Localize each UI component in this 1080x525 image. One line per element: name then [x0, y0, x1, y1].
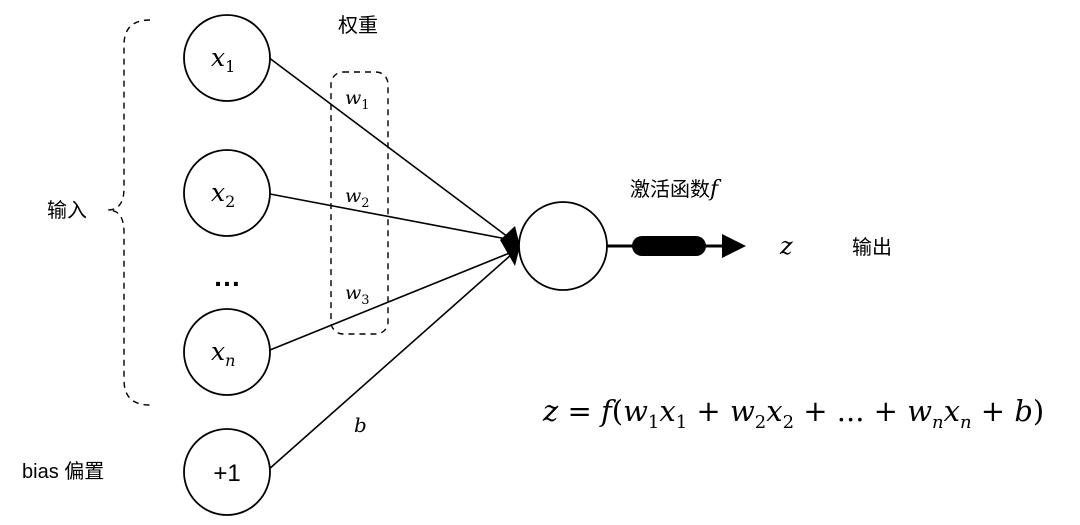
- bias-node: [183, 428, 271, 516]
- weight-label-w2: w2: [345, 185, 370, 211]
- output-arrowhead: [722, 234, 746, 258]
- edge-bias: [267, 253, 513, 471]
- edge-xn: [269, 251, 513, 351]
- input-node-x2: [183, 149, 271, 237]
- output-label: 输出: [852, 236, 892, 259]
- output-pill: [632, 236, 706, 256]
- output-var: z: [779, 232, 793, 260]
- edge-x1: [267, 56, 513, 241]
- input-ellipsis: …: [213, 261, 241, 292]
- formula: z = f(w1x1 + w2x2 + ... + wnxn + b): [542, 394, 1044, 435]
- input-label-x2: x2: [211, 178, 235, 211]
- activation-node: [518, 201, 608, 291]
- input-node-xn: [183, 308, 271, 396]
- input-brace: [107, 19, 151, 406]
- bias-label: bias 偏置: [22, 460, 104, 483]
- edge-x2: [269, 193, 513, 241]
- weight-label-w1: w1: [345, 87, 370, 113]
- input-label: 输入: [47, 199, 87, 222]
- weights-box: [330, 71, 389, 335]
- weight-label-w3: w3: [345, 282, 370, 308]
- weights-title: 权重: [338, 14, 378, 37]
- bias-weight-label: b: [354, 413, 367, 437]
- input-node-x1: [183, 14, 271, 102]
- input-label-xn: xn: [211, 337, 235, 370]
- converge-arrowhead: [500, 226, 520, 266]
- activation-label: 激活函数f: [630, 177, 722, 202]
- bias-node-label: +1: [213, 460, 240, 487]
- input-label-x1: x1: [211, 43, 235, 76]
